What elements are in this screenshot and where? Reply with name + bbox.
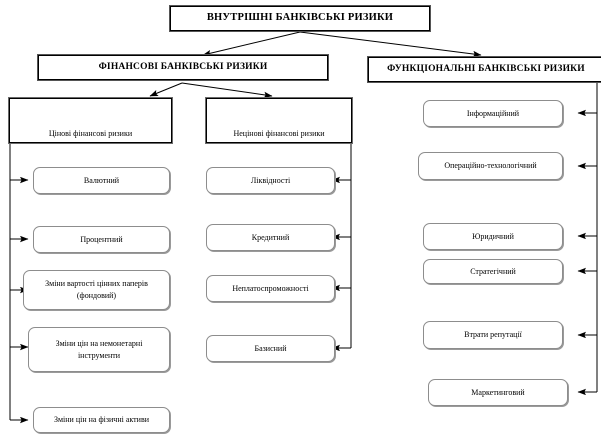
leaf-node-information-risk: Інформаційний [423, 100, 563, 127]
leaf-node-nonmonetary-price-risk: Зміни цін на немонетарні інструменти [28, 327, 170, 372]
leaf-node-credit-risk: Кредитний [206, 224, 335, 251]
leaf-label-physical-assets: Зміни цін на фізичні активи [53, 415, 149, 425]
leaf-label-nonmonetary-line1: Зміни цін на немонетарні [55, 338, 143, 348]
leaf-label-liquidity: Ліквідності [250, 175, 291, 185]
group-node-nonprice-risks: Нецінові фінансові ризики [206, 98, 352, 143]
leaf-label-legal: Юридичний [472, 231, 514, 241]
leaf-label-basis: Базисний [254, 343, 287, 353]
leaf-node-interest-risk: Процентний [33, 226, 170, 253]
leaf-label-nonmonetary-line2: інструменти [77, 350, 121, 360]
level1-functional-label: ФУНКЦІОНАЛЬНІ БАНКІВСЬКІ РИЗИКИ [387, 63, 585, 74]
leaf-node-physical-assets-price-risk: Зміни цін на фізичні активи [33, 407, 170, 433]
leaf-label-insolvency: Неплатоспроможності [232, 283, 309, 293]
leaf-node-strategic-risk: Стратегічний [423, 259, 563, 284]
leaf-label-securities-line1: Зміни вартості цінних паперів [45, 279, 148, 288]
leaf-node-liquidity-risk: Ліквідності [206, 167, 335, 194]
level1-node-financial-risks: ФІНАНСОВІ БАНКІВСЬКІ РИЗИКИ [38, 55, 328, 80]
root-node-label: ВНУТРІШНІ БАНКІВСЬКІ РИЗИКИ [206, 12, 394, 24]
leaf-label-information: Інформаційний [466, 108, 520, 118]
leaf-node-legal-risk: Юридичний [423, 223, 563, 250]
root-node-internal-bank-risks: ВНУТРІШНІ БАНКІВСЬКІ РИЗИКИ [170, 6, 430, 31]
leaf-label-operational-technological: Операційно-технологічний [444, 161, 537, 171]
level1-node-functional-risks: ФУНКЦІОНАЛЬНІ БАНКІВСЬКІ РИЗИКИ [368, 57, 601, 82]
group-node-price-risks: Цінові фінансові ризики [9, 98, 172, 143]
leaf-label-strategic: Стратегічний [470, 266, 516, 276]
leaf-node-currency-risk: Валютний [33, 167, 170, 194]
leaf-label-interest: Процентний [80, 234, 123, 244]
group-nonprice-label: Нецінові фінансові ризики [233, 128, 325, 138]
leaf-label-marketing: Маркетинговий [471, 387, 525, 397]
leaf-node-operational-technological-risk: Операційно-технологічний [418, 152, 563, 180]
leaf-node-insolvency-risk: Неплатоспроможності [206, 275, 335, 302]
leaf-label-securities-line2: (фондовий) [76, 291, 117, 300]
level1-financial-label: ФІНАНСОВІ БАНКІВСЬКІ РИЗИКИ [98, 61, 268, 72]
leaf-label-currency: Валютний [83, 175, 120, 185]
leaf-node-marketing-risk: Маркетинговий [428, 379, 568, 406]
leaf-node-securities-value-risk: Зміни вартості цінних паперів (фондовий) [23, 270, 170, 310]
leaf-label-reputation-loss: Втрати репутації [464, 330, 522, 340]
leaf-label-credit: Кредитний [251, 232, 290, 242]
leaf-node-reputation-loss-risk: Втрати репутації [423, 321, 563, 349]
group-price-label: Цінові фінансові ризики [48, 128, 133, 138]
leaf-node-basis-risk: Базисний [206, 335, 335, 362]
